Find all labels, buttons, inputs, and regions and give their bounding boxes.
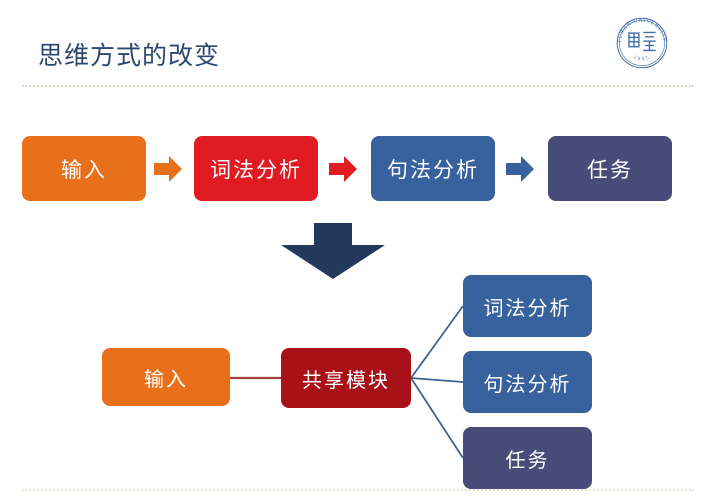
arrow-right-red-icon [329, 154, 357, 184]
node-label: 输入 [61, 157, 107, 182]
node-label: 共享模块 [302, 367, 390, 392]
svg-text:1905: 1905 [633, 55, 652, 63]
node-label: 词法分析 [210, 157, 302, 182]
svg-text:FUDAN UNIVERSITY: FUDAN UNIVERSITY [617, 18, 667, 43]
node-lexical-analysis-top[interactable]: 词法分析 [194, 136, 318, 201]
node-label: 任务 [505, 447, 550, 472]
node-input-top[interactable]: 输入 [22, 136, 146, 201]
arrow-down-icon [281, 223, 385, 279]
node-task-bottom[interactable]: 任务 [463, 427, 592, 489]
node-task-top[interactable]: 任务 [548, 136, 672, 201]
node-label: 词法分析 [483, 295, 572, 320]
node-lexical-analysis-bottom[interactable]: 词法分析 [463, 275, 592, 337]
node-syntactic-analysis-bottom[interactable]: 句法分析 [463, 351, 592, 413]
node-label: 任务 [587, 157, 633, 182]
fudan-university-seal-icon: FUDAN UNIVERSITY 1905 [611, 12, 673, 74]
node-label: 句法分析 [387, 157, 479, 182]
arrow-right-orange-icon [154, 154, 182, 184]
node-label: 句法分析 [483, 371, 572, 396]
footer-divider [22, 489, 694, 491]
node-label: 输入 [144, 366, 188, 391]
arrow-right-blue-icon [506, 154, 534, 184]
node-shared-module[interactable]: 共享模块 [281, 348, 411, 408]
page-title: 思维方式的改变 [38, 41, 221, 70]
header-divider [22, 85, 694, 87]
node-syntactic-analysis-top[interactable]: 句法分析 [371, 136, 495, 201]
node-input-bottom[interactable]: 输入 [102, 348, 230, 406]
